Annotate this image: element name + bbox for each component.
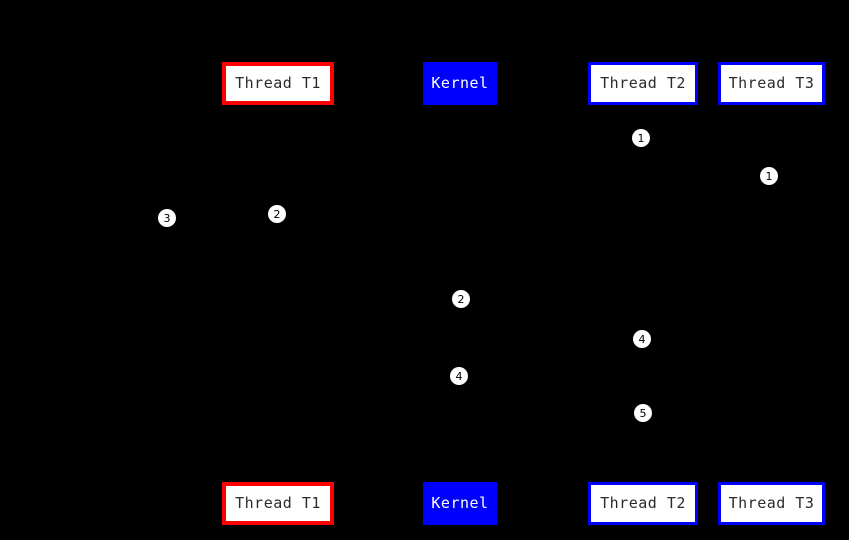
participant-label: Kernel xyxy=(431,74,489,92)
participant-footer-thread-t1[interactable]: Thread T1 xyxy=(222,482,334,525)
step-marker: 2 xyxy=(452,290,470,308)
lifeline-stub-kernel xyxy=(459,105,462,109)
step-marker: 3 xyxy=(158,209,176,227)
participant-header-thread-t2[interactable]: Thread T2 xyxy=(588,62,698,105)
participant-label: Kernel xyxy=(431,494,489,512)
step-marker: 1 xyxy=(760,167,778,185)
lifeline-stub-thread-t3 xyxy=(770,105,773,109)
step-marker: 4 xyxy=(450,367,468,385)
lifeline-stub-thread-t2 xyxy=(642,105,645,109)
participant-label: Thread T3 xyxy=(728,494,815,512)
participant-header-kernel[interactable]: Kernel xyxy=(423,62,497,105)
participant-label: Thread T1 xyxy=(235,74,321,92)
lifeline-thread-t1 xyxy=(278,106,279,481)
step-marker: 2 xyxy=(268,205,286,223)
lifeline-thread-t2 xyxy=(643,106,644,481)
participant-label: Thread T3 xyxy=(728,74,815,92)
participant-header-thread-t1[interactable]: Thread T1 xyxy=(222,62,334,105)
participant-footer-thread-t2[interactable]: Thread T2 xyxy=(588,482,698,525)
participant-header-thread-t3[interactable]: Thread T3 xyxy=(718,62,825,105)
participant-footer-kernel[interactable]: Kernel xyxy=(423,482,497,525)
participant-label: Thread T1 xyxy=(235,494,321,512)
step-marker: 1 xyxy=(632,129,650,147)
lifeline-thread-t3 xyxy=(771,106,772,481)
step-marker: 4 xyxy=(633,330,651,348)
participant-footer-thread-t3[interactable]: Thread T3 xyxy=(718,482,825,525)
participant-label: Thread T2 xyxy=(600,494,686,512)
participant-label: Thread T2 xyxy=(600,74,686,92)
lifeline-stub-thread-t1 xyxy=(277,105,280,109)
step-marker: 5 xyxy=(634,404,652,422)
